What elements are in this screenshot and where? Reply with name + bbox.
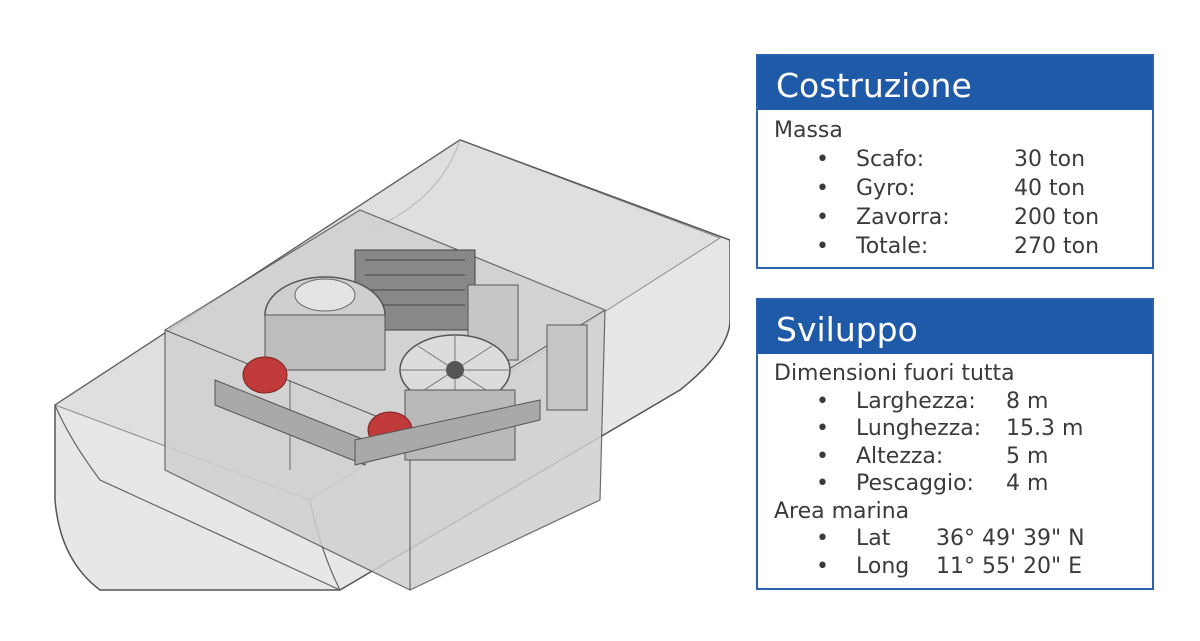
- list-item: • Totale: 270 ton: [774, 232, 1152, 261]
- hull-illustration: [53, 139, 730, 591]
- list-item: • Zavorra: 200 ton: [774, 203, 1152, 232]
- item-label: Gyro:: [856, 176, 916, 201]
- cabinet: [546, 324, 588, 411]
- item-value: 4 m: [1006, 471, 1049, 496]
- bullet: •: [816, 443, 829, 469]
- item-value: 30 ton: [1014, 147, 1086, 172]
- item-label: Long: [856, 553, 910, 579]
- mass-heading: Massa: [774, 118, 843, 143]
- item-value: 11° 55' 20" E: [936, 553, 1083, 579]
- list-item: • Lat 36° 49' 39" N: [774, 525, 1152, 553]
- item-value: 40 ton: [1014, 176, 1086, 201]
- bullet: •: [816, 553, 829, 579]
- list-item: • Lunghezza: 15.3 m: [774, 415, 1152, 443]
- item-label: Zavorra:: [856, 205, 950, 230]
- item-label: Lat: [856, 526, 891, 551]
- area-heading: Area marina: [774, 498, 910, 524]
- list-item: • Altezza: 5 m: [774, 443, 1152, 471]
- item-label: Pescaggio:: [856, 471, 974, 496]
- item-value: 36° 49' 39" N: [936, 526, 1085, 551]
- construction-panel: Costruzione Massa • Scafo: 30 ton • Gyro: 40…: [756, 54, 1154, 269]
- bullet: •: [816, 147, 829, 172]
- bullet: •: [816, 176, 829, 201]
- development-title: Sviluppo: [758, 300, 1152, 354]
- item-value: 5 m: [1006, 443, 1049, 469]
- construction-title: Costruzione: [758, 56, 1152, 110]
- item-value: 15.3 m: [1006, 416, 1084, 441]
- item-label: Altezza:: [856, 443, 944, 469]
- bullet: •: [816, 416, 829, 441]
- list-item: • Gyro: 40 ton: [774, 174, 1152, 203]
- bullet: •: [816, 205, 829, 230]
- list-item: • Long 11° 55' 20" E: [774, 553, 1152, 581]
- list-item: • Pescaggio: 4 m: [774, 470, 1152, 498]
- item-value: 270 ton: [1014, 234, 1100, 259]
- bullet: •: [816, 471, 829, 496]
- item-label: Larghezza:: [856, 388, 976, 414]
- item-value: 200 ton: [1014, 205, 1100, 230]
- bullet: •: [816, 234, 829, 259]
- item-label: Lunghezza:: [856, 416, 982, 441]
- motor-1: [242, 356, 288, 394]
- list-item: • Larghezza: 8 m: [774, 388, 1152, 416]
- item-label: Totale:: [856, 234, 929, 259]
- development-panel: Sviluppo Dimensioni fuori tutta • Larghez…: [756, 298, 1154, 590]
- item-label: Scafo:: [856, 147, 925, 172]
- bullet: •: [816, 526, 829, 551]
- dimensions-heading: Dimensioni fuori tutta: [774, 361, 1015, 386]
- item-value: 8 m: [1006, 388, 1049, 414]
- list-item: • Scafo: 30 ton: [774, 145, 1152, 174]
- bullet: •: [816, 388, 829, 414]
